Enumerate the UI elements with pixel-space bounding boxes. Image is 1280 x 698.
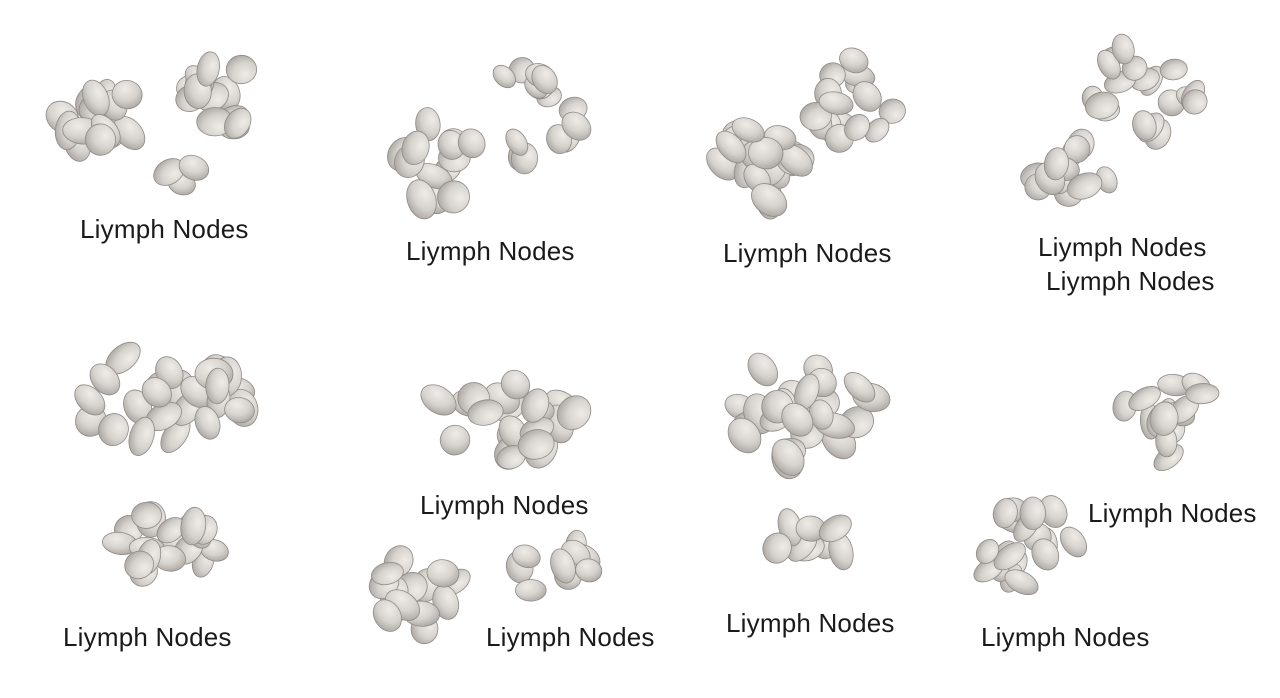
lymph-node-shape	[748, 136, 784, 170]
lymph-node-shape	[1111, 33, 1135, 65]
label-mid-4: Liymph Nodes	[1088, 498, 1257, 528]
lymph-node-shape	[1185, 383, 1220, 405]
lymph-node-shape	[225, 54, 257, 85]
lymph-node-shape	[505, 128, 529, 156]
lymph-node-shape	[864, 117, 890, 143]
lymph-node-shape	[781, 402, 814, 437]
lymph-node-shape	[1031, 538, 1060, 571]
lymph-node-shape	[84, 123, 117, 156]
lymph-node-shape	[975, 539, 1000, 564]
lymph-node-shape	[98, 413, 129, 447]
lymph-node-shape	[992, 498, 1018, 529]
lymph-node-shape	[224, 107, 252, 139]
lymph-node-shape	[205, 367, 230, 405]
lymph-node-shape	[1132, 110, 1157, 141]
label-top-4b: Liymph Nodes	[1046, 266, 1215, 296]
lymph-node-shape	[550, 548, 576, 584]
label-mid-2: Liymph Nodes	[420, 490, 589, 520]
lymph-node-shape	[1059, 526, 1088, 558]
lymph-node-shape	[844, 114, 870, 141]
lymph-node-shape	[771, 438, 805, 476]
lymph-node-shape	[457, 128, 486, 159]
lymph-node-shape	[1043, 147, 1069, 181]
lymph-node-shape	[852, 81, 882, 112]
lymph-node-shape	[178, 154, 210, 181]
lymph-node-shape	[372, 599, 402, 632]
lymph-node-shape	[715, 130, 747, 164]
lymph-node-shape	[531, 64, 558, 95]
lymph-node-shape	[561, 111, 592, 141]
lymph-node-shape	[818, 514, 852, 543]
lymph-node-shape	[1159, 58, 1188, 81]
lymph-node-shape	[1084, 91, 1119, 120]
lymph-node-shape	[512, 544, 541, 569]
lymph-node-shape	[747, 352, 779, 387]
lymph-node-shape	[439, 424, 471, 456]
lymph-node-shape	[1149, 401, 1179, 436]
label-bottom-1: Liymph Nodes	[63, 622, 232, 652]
lymph-node-shape	[406, 179, 437, 220]
lymph-node-shape	[731, 117, 765, 143]
lymph-node-shape	[514, 579, 547, 602]
lymph-node-shape	[194, 406, 221, 440]
lymph-node-shape	[762, 532, 792, 564]
lymph-node-shape	[517, 429, 555, 460]
lymph-node-shape	[843, 372, 876, 403]
lymph-node-shape	[74, 384, 106, 416]
lymph-node-shape	[128, 416, 155, 456]
lymph-node-shape	[124, 550, 155, 580]
lymph-node-shape	[839, 47, 869, 74]
label-top-4a: Liymph Nodes	[1038, 232, 1207, 262]
lymph-node-shape	[111, 80, 143, 110]
lymph-node-shape	[492, 64, 516, 89]
lymph-node-shape	[575, 558, 603, 583]
lymph-node-shape	[556, 395, 592, 431]
lymph-node-shape	[727, 417, 762, 454]
lymph-node-shape	[751, 183, 788, 217]
lymph-node-shape	[521, 388, 550, 423]
lymph-node-shape	[818, 91, 854, 115]
lymph-node-shape	[131, 501, 162, 529]
lymph-node-shape	[437, 180, 470, 214]
lymph-node-shape	[1004, 569, 1039, 596]
lymph-node-shape	[180, 506, 207, 546]
lymph-node-shape	[426, 559, 460, 588]
lymph-node-shape	[371, 561, 404, 586]
lymph-node-shape	[1182, 89, 1208, 115]
lymph-node-shape	[420, 384, 457, 416]
lymph-node-shape	[196, 51, 220, 87]
lymph-node-shape	[993, 542, 1026, 571]
lymph-node-shape	[1019, 496, 1046, 530]
lymph-node-shape	[401, 130, 430, 166]
lymph-node-shape	[878, 98, 906, 124]
lymph-node-shape	[89, 363, 121, 396]
lymph-node-shape	[224, 397, 255, 424]
label-top-1: Liymph Nodes	[80, 214, 249, 244]
label-bottom-4: Liymph Nodes	[981, 622, 1150, 652]
lymph-node-shape	[141, 377, 172, 408]
label-top-2: Liymph Nodes	[406, 236, 575, 266]
label-top-3: Liymph Nodes	[723, 238, 892, 268]
lymph-node-shape	[500, 369, 531, 400]
lymph-node-shape	[467, 399, 504, 426]
lymph-node-shape	[1066, 172, 1103, 200]
label-bottom-2: Liymph Nodes	[486, 622, 655, 652]
lymph-node-shape	[1128, 386, 1161, 411]
label-bottom-3: Liymph Nodes	[726, 608, 895, 638]
